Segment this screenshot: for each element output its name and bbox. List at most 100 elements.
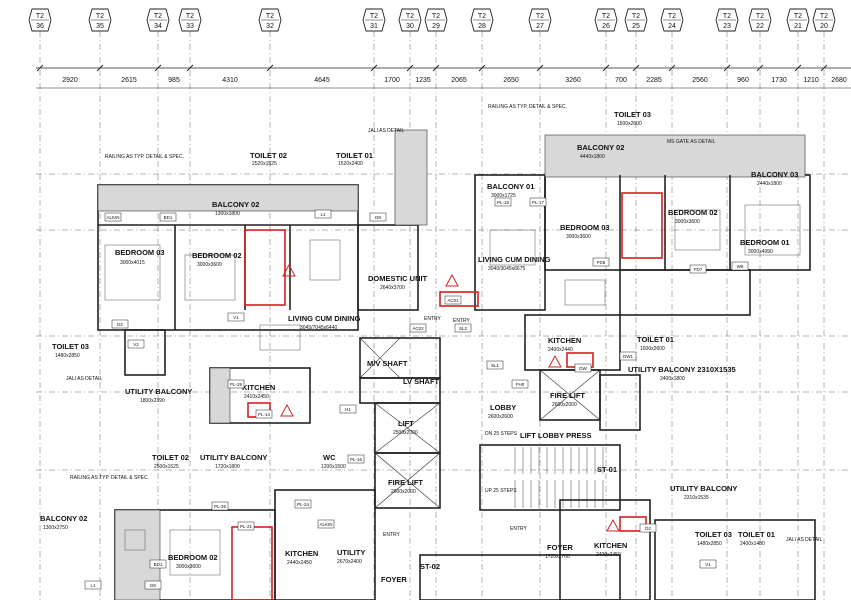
grid-axis-number: 22 [756,23,764,30]
horizontal-grid-lines [36,173,851,471]
grid-axis-number: 21 [794,23,802,30]
tag-label: PL-26 [214,504,227,509]
dim-living-left: 3045/7045x6440 [300,325,337,331]
dimension-value: 2680 [831,77,847,84]
dim-kitchen-left: 2410x2450 [244,394,269,400]
tag-label: D2 [645,526,651,531]
dimension-value: 2285 [646,77,662,84]
label-living-left: LIVING CUM DINING [288,314,361,323]
grid-axis-letter: T2 [602,13,610,20]
note-railing-1: RAILING AS TYP. DETAIL & SPEC. [105,154,184,160]
label-kitchen-left: KITCHEN [242,383,275,392]
grid-axis-number: 26 [602,23,610,30]
tag-box [409,323,427,333]
tag-box [127,339,145,349]
label-lift-lobby: LIFT LOBBY PRESS [520,431,592,440]
tag-box [339,404,357,414]
tag-label: D8 [375,215,381,220]
tag-box [317,519,335,529]
grid-axis-letter: T2 [478,13,486,20]
grid-axis-letter: T2 [820,13,828,20]
dimension-value: 2920 [62,77,78,84]
label-bedroom02-right: BEDROOM 02 [668,208,718,217]
dimension-value: 1235 [415,77,431,84]
note-entry-3: ENTRY [383,532,401,538]
grid-axis-letter: T2 [432,13,440,20]
tag-box [211,501,229,511]
dimension-value: 700 [615,77,627,84]
label-utility-balcony-left: UTILITY BALCONY [125,387,192,396]
dim-wc: 1200x1500 [321,464,346,470]
tag-box [149,559,167,569]
label-mv-shaft: M/V SHAFT [367,359,408,368]
tag-label: FD7 [694,267,703,272]
tag-box [84,580,102,590]
label-utility-balcony-bot: UTILITY BALCONY [200,453,267,462]
unit-left-mid [124,329,311,424]
dim-lift: 2500x2000 [393,430,418,436]
tag-box [592,257,610,267]
grid-axis-number: 36 [36,23,44,30]
tag-box [619,351,637,361]
tag-box [159,212,177,222]
dim-utility-balcony-bot: 1720x1800 [215,464,240,470]
dim-utility-balcony-br: 2310x1535 [684,495,709,501]
grid-axis-number: 20 [820,23,828,30]
label-balcony01-right: BALCONY 01 [487,182,534,191]
dimension-value: 2650 [503,77,519,84]
label-fire-lift-left: FIRE LIFT [388,478,423,487]
dim-toilet03-left: 1480x2850 [55,353,80,359]
dim-living-right: 3040/3045x6675 [488,266,525,272]
tag-box [111,319,129,329]
label-toilet03-br: TOILET 03 [695,530,732,539]
label-balcony02-left: BALCONY 02 [212,200,259,209]
tag-box [529,197,547,207]
label-living-right: LIVING CUM DINING [478,255,551,264]
note-jali-2: JALI AS DETAIL [66,376,103,382]
label-bedroom02-bot: BEDROOM 02 [168,553,218,562]
dim-foyer-bot: 1720x2700 [545,554,570,560]
dimension-value: 2615 [121,77,137,84]
tag-label: FD6 [597,260,606,265]
grid-axis-letter: T2 [370,13,378,20]
grid-axis-letter: T2 [756,13,764,20]
label-bedroom02-left: BEDROOM 02 [192,251,242,260]
tag-label: ALKIN [106,215,119,220]
dimension-value: 2065 [451,77,467,84]
label-toilet01-br: TOILET 01 [738,530,775,539]
dimension-value: 960 [737,77,749,84]
tag-label: L1 [320,212,326,217]
tag-label: PL-28 [230,382,243,387]
grid-axis-number: 33 [186,23,194,30]
dim-toilet03-br: 1480x2850 [697,541,722,547]
dim-bedroom03-right: 3000x3600 [566,234,591,240]
room-labels: BEDROOM 03 3000x4015 BEDROOM 02 3000x360… [40,110,798,584]
dim-kitchen-bot: 2440x2450 [287,560,312,566]
tag-label: ALKIN [319,522,332,527]
tag-box [454,323,472,333]
grid-axis-number: 28 [478,23,486,30]
dim-bedroom02-right: 3000x3600 [675,219,700,225]
tag-box [314,209,332,219]
tag-label: PL-15 [497,200,510,205]
label-up-steps: UP 25 STEPS [485,488,517,494]
label-balcony02-right: BALCONY 02 [577,143,624,152]
grid-axis-letter: T2 [723,13,731,20]
dim-utility-balcony-right: 2400x1800 [660,376,685,382]
tag-box [104,212,122,222]
dim-balcony02-right: 4440x1800 [580,154,605,160]
dim-balcony02-left: 1300x1800 [215,211,240,217]
label-utility-balcony-right: UTILITY BALCONY 2310X1535 [628,365,736,374]
dimension-value: 4310 [222,77,238,84]
grid-axis-number: 34 [154,23,162,30]
label-bedroom03-left: BEDROOM 03 [115,248,165,257]
dim-fire-lift-right: 2600x2000 [552,402,577,408]
tag-label: D8 [150,583,156,588]
